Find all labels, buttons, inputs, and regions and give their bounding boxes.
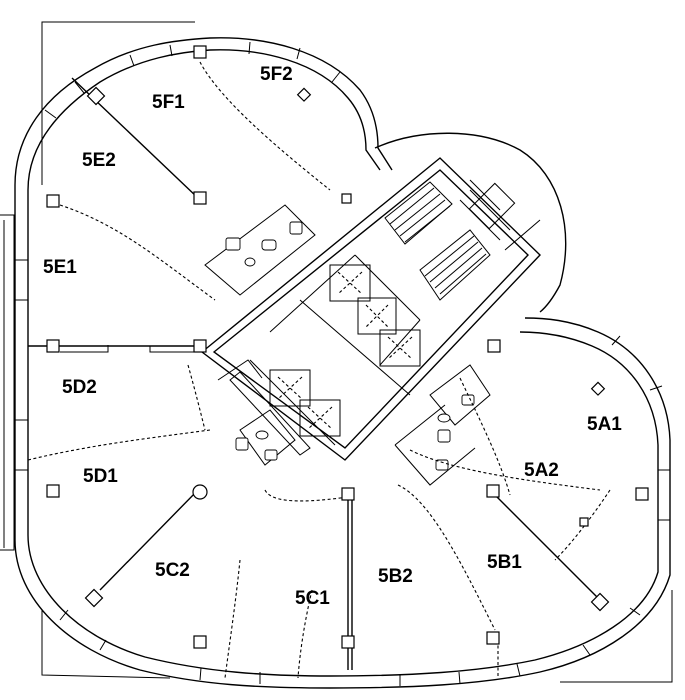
unit-label-5d1: 5D1: [83, 466, 118, 487]
columns: [46, 45, 649, 649]
subdivision-lines: [27, 61, 611, 679]
unit-label-5f2: 5F2: [260, 64, 293, 85]
stair-drum: [374, 132, 567, 313]
unit-label-5c1: 5C1: [295, 588, 330, 609]
unit-label-5e2: 5E2: [82, 150, 116, 171]
terrace-outline: [0, 21, 673, 683]
wc-blocks: [204, 204, 491, 471]
unit-label-5d2: 5D2: [62, 377, 97, 398]
unit-label-5f1: 5F1: [152, 92, 185, 113]
unit-label-5a2: 5A2: [524, 460, 559, 481]
unit-label-5b2: 5B2: [378, 566, 413, 587]
building-outline: [14, 37, 671, 689]
unit-label-5a1: 5A1: [587, 414, 622, 435]
unit-label-5b1: 5B1: [487, 552, 522, 573]
unit-labels: 5F1 5F2 5E2 5E1 5D2 5D1 5C2 5C1 5B2 5B1 …: [43, 64, 622, 609]
unit-label-5c2: 5C2: [155, 560, 190, 581]
core: [200, 157, 541, 486]
unit-label-5e1: 5E1: [43, 257, 77, 278]
